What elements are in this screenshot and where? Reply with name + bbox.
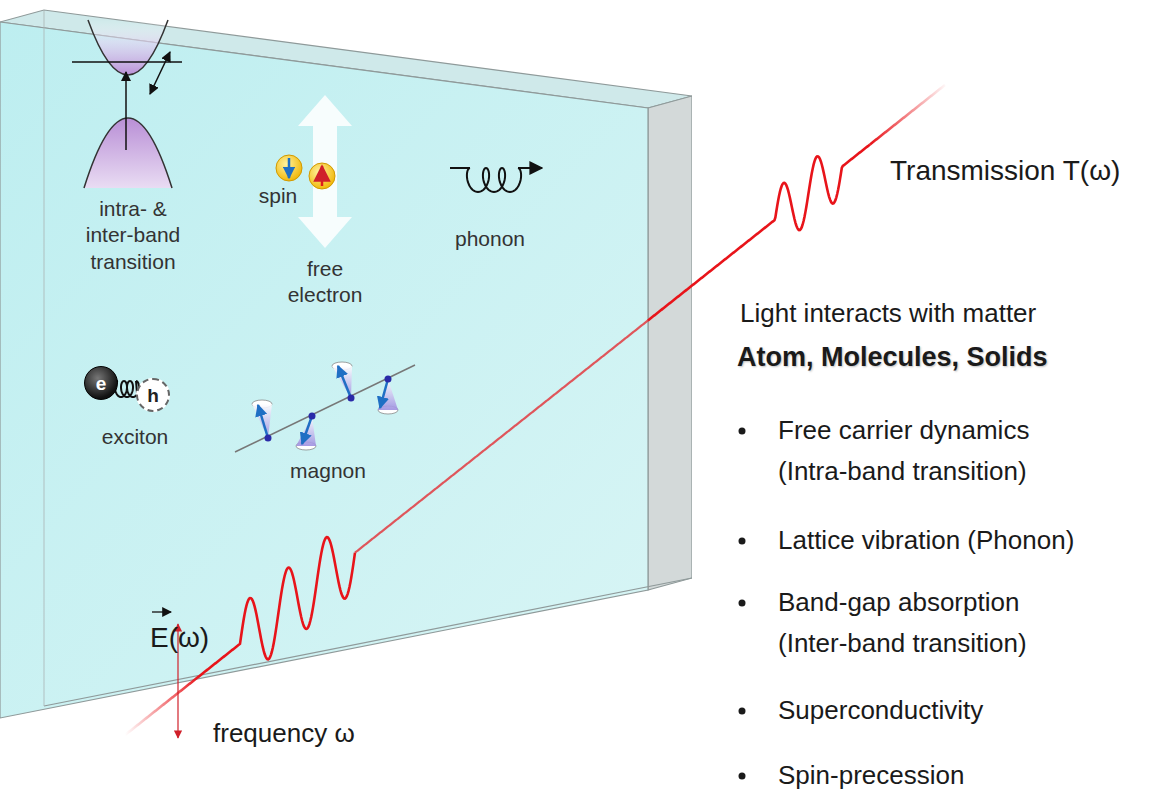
spin-label: spin	[248, 183, 308, 209]
particle-circle: h	[136, 378, 170, 412]
slab-outline	[0, 0, 692, 722]
exciton-label: exciton	[90, 424, 180, 450]
heading-bold: Atom, Molecules, Solids	[737, 337, 1048, 378]
vector-arrow	[152, 611, 171, 612]
bullet-item: Superconductivity	[778, 690, 983, 731]
transmission-label: Transmission T(ω)	[890, 150, 1120, 191]
electron-symbol: e	[84, 374, 118, 393]
bullet-dots	[739, 428, 746, 780]
bullet-item: Lattice vibration (Phonon)	[778, 520, 1074, 561]
field-label: E(ω)	[150, 617, 209, 658]
heading-label: Light interacts with matter	[740, 293, 1036, 334]
magnon-label: magnon	[283, 458, 373, 484]
frequency-label: frequency ω	[213, 713, 355, 754]
bullet-item: Band-gap absorption (Inter-band transiti…	[778, 582, 1078, 664]
hole-symbol: h	[136, 386, 170, 405]
particle-circle: e	[84, 366, 118, 400]
band-transition-label: intra- & inter-band transition	[77, 196, 189, 275]
material-slab: intra- & inter-band transition spin free e…	[0, 0, 692, 722]
bullet-item: Spin-precession	[778, 755, 964, 796]
phonon-label: phonon	[445, 226, 535, 252]
bullet-item: Free carrier dynamics (Intra-band transi…	[778, 410, 1078, 492]
free-electron-label: free electron	[279, 256, 371, 309]
